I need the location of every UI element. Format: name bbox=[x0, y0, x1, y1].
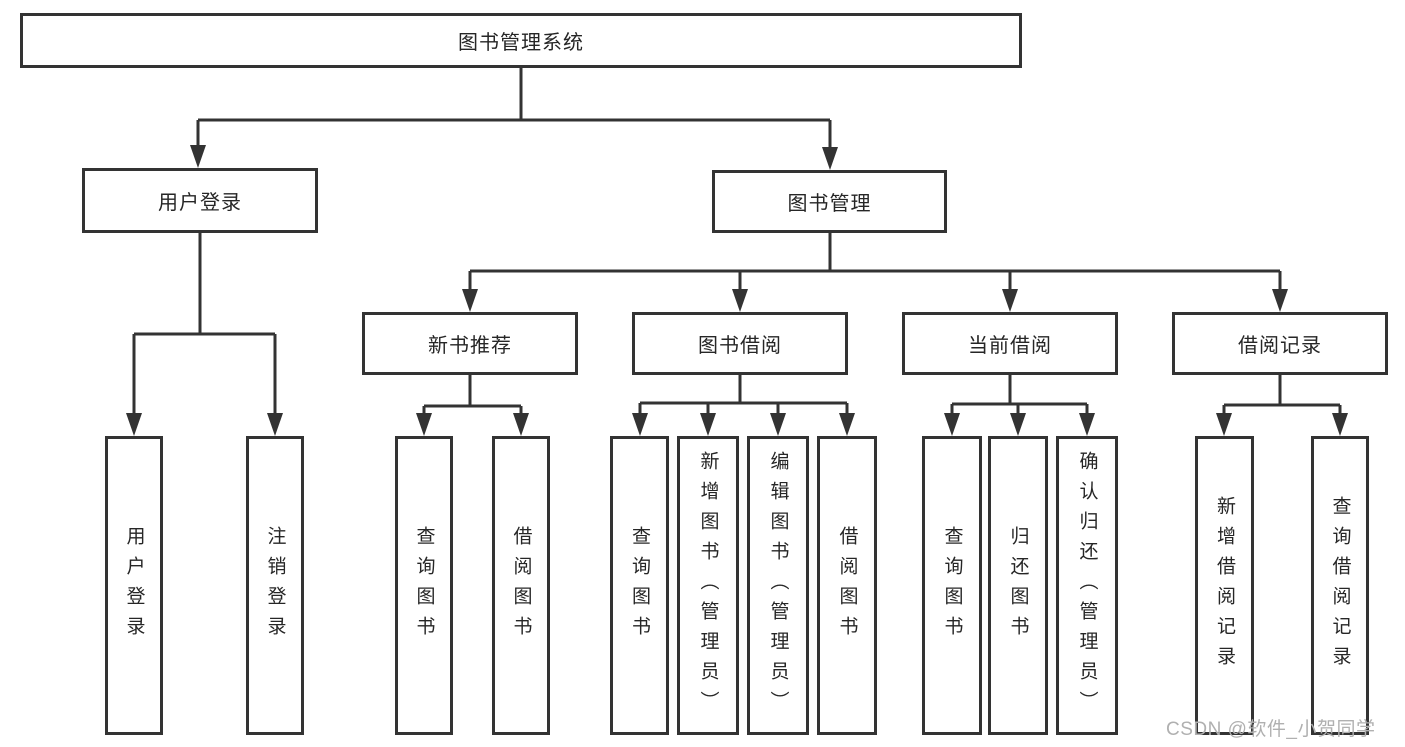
leaf-borrow-book-recommend-label: 借阅图书 bbox=[510, 525, 532, 646]
leaf-query-borrow-record-label: 查询借阅记录 bbox=[1329, 495, 1351, 676]
node-user-login: 用户登录 bbox=[82, 168, 318, 233]
leaf-confirm-return-admin-label: 确认归还（管理员） bbox=[1076, 450, 1098, 721]
node-book-management-label: 图书管理 bbox=[787, 193, 872, 215]
arrowhead-icon bbox=[770, 413, 786, 436]
leaf-add-borrow-record: 新增借阅记录 bbox=[1195, 436, 1254, 735]
node-user-login-label: 用户登录 bbox=[158, 192, 242, 214]
leaf-user-login: 用户登录 bbox=[105, 436, 163, 735]
arrowhead-icon bbox=[1010, 413, 1026, 436]
arrowhead-icon bbox=[513, 413, 529, 436]
node-book-borrow-label: 图书借阅 bbox=[698, 335, 782, 357]
leaf-user-login-label: 用户登录 bbox=[123, 525, 145, 646]
leaf-query-borrow-record: 查询借阅记录 bbox=[1311, 436, 1369, 735]
arrowhead-icon bbox=[1272, 289, 1288, 312]
node-root-label: 图书管理系统 bbox=[458, 32, 584, 54]
node-borrow-record-label: 借阅记录 bbox=[1238, 335, 1322, 357]
arrowhead-icon bbox=[632, 413, 648, 436]
arrowhead-icon bbox=[416, 413, 432, 436]
leaf-return-book: 归还图书 bbox=[988, 436, 1048, 735]
node-borrow-record: 借阅记录 bbox=[1172, 312, 1388, 375]
node-book-management: 图书管理 bbox=[712, 170, 947, 233]
leaf-confirm-return-admin: 确认归还（管理员） bbox=[1056, 436, 1118, 735]
arrowhead-icon bbox=[1079, 413, 1095, 436]
arrowhead-icon bbox=[1002, 289, 1018, 312]
arrowhead-icon bbox=[944, 413, 960, 436]
leaf-logout: 注销登录 bbox=[246, 436, 304, 735]
node-new-book-recommend: 新书推荐 bbox=[362, 312, 578, 375]
arrowhead-icon bbox=[190, 145, 206, 168]
leaf-add-book-admin-label: 新增图书（管理员） bbox=[697, 450, 719, 721]
leaf-query-book-borrow-label: 查询图书 bbox=[629, 525, 650, 646]
node-book-borrow: 图书借阅 bbox=[632, 312, 848, 375]
leaf-add-borrow-record-label: 新增借阅记录 bbox=[1214, 495, 1235, 676]
leaf-query-book-current-label: 查询图书 bbox=[941, 525, 963, 646]
leaf-return-book-label: 归还图书 bbox=[1007, 525, 1029, 646]
node-current-borrow: 当前借阅 bbox=[902, 312, 1118, 375]
leaf-borrow-book-recommend: 借阅图书 bbox=[492, 436, 550, 735]
leaf-add-book-admin: 新增图书（管理员） bbox=[677, 436, 739, 735]
arrowhead-icon bbox=[1216, 413, 1232, 436]
node-current-borrow-label: 当前借阅 bbox=[968, 335, 1052, 357]
node-root: 图书管理系统 bbox=[20, 13, 1022, 68]
leaf-edit-book-admin: 编辑图书（管理员） bbox=[747, 436, 809, 735]
arrowhead-icon bbox=[700, 413, 716, 436]
arrowhead-icon bbox=[267, 413, 283, 436]
leaf-logout-label: 注销登录 bbox=[264, 525, 286, 646]
leaf-query-book-borrow: 查询图书 bbox=[610, 436, 669, 735]
leaf-query-book-recommend-label: 查询图书 bbox=[413, 525, 435, 646]
leaf-edit-book-admin-label: 编辑图书（管理员） bbox=[767, 450, 789, 721]
leaf-borrow-book-label: 借阅图书 bbox=[836, 525, 858, 646]
leaf-query-book-current: 查询图书 bbox=[922, 436, 982, 735]
arrowhead-icon bbox=[1332, 413, 1348, 436]
arrowhead-icon bbox=[839, 413, 855, 436]
leaf-borrow-book: 借阅图书 bbox=[817, 436, 877, 735]
leaf-query-book-recommend: 查询图书 bbox=[395, 436, 453, 735]
arrowhead-icon bbox=[126, 413, 142, 436]
node-new-book-recommend-label: 新书推荐 bbox=[428, 335, 512, 357]
arrowhead-icon bbox=[822, 147, 838, 170]
arrowhead-icon bbox=[732, 289, 748, 312]
arrowhead-icon bbox=[462, 289, 478, 312]
watermark: CSDN @软件_小贺同学 bbox=[1166, 719, 1376, 740]
